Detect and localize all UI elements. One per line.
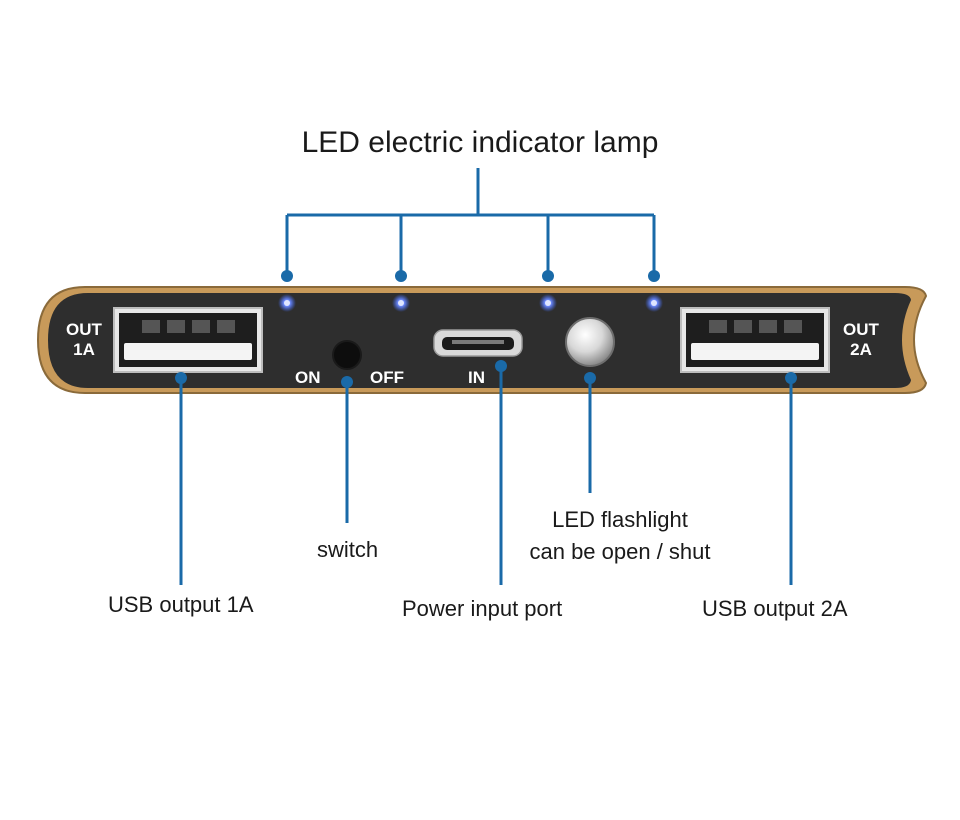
usb-port-2a[interactable] [680,307,830,373]
out-2a-label: OUT 2A [838,320,884,360]
out-1a-label-line2: 1A [73,340,95,359]
out-2a-label-line2: 2A [850,340,872,359]
out-1a-label-line1: OUT [66,320,102,339]
callout-power-input: Power input port [402,596,563,621]
indicator-led-4 [645,294,663,312]
micro-usb-port[interactable] [433,329,523,357]
flashlight-lens [565,317,615,367]
indicator-leds [278,294,663,312]
switch-on-label: ON [295,368,321,387]
callout-usb-1a: USB output 1A [108,592,254,617]
switch-off-label: OFF [370,368,404,387]
callout-switch: switch [317,537,379,562]
indicator-leader-dots [281,270,660,282]
indicator-led-1 [278,294,296,312]
out-2a-label-line1: OUT [843,320,879,339]
out-1a-label: OUT 1A [62,320,106,360]
callout-flashlight: LED flashlight can be open / shut [505,507,735,565]
power-switch[interactable] [332,340,362,370]
callout-leader-lines [179,366,793,585]
usb-port-1a[interactable] [113,307,263,373]
indicator-leader-lines [285,168,656,275]
callout-usb-2a: USB output 2A [702,596,848,621]
callout-flashlight-line1: LED flashlight [552,507,688,532]
indicator-led-3 [539,294,557,312]
callout-flashlight-line2: can be open / shut [529,539,711,564]
diagram-title: LED electric indicator lamp [301,126,659,159]
input-in-label: IN [468,368,485,387]
indicator-led-2 [392,294,410,312]
callout-leader-dots [175,360,797,388]
